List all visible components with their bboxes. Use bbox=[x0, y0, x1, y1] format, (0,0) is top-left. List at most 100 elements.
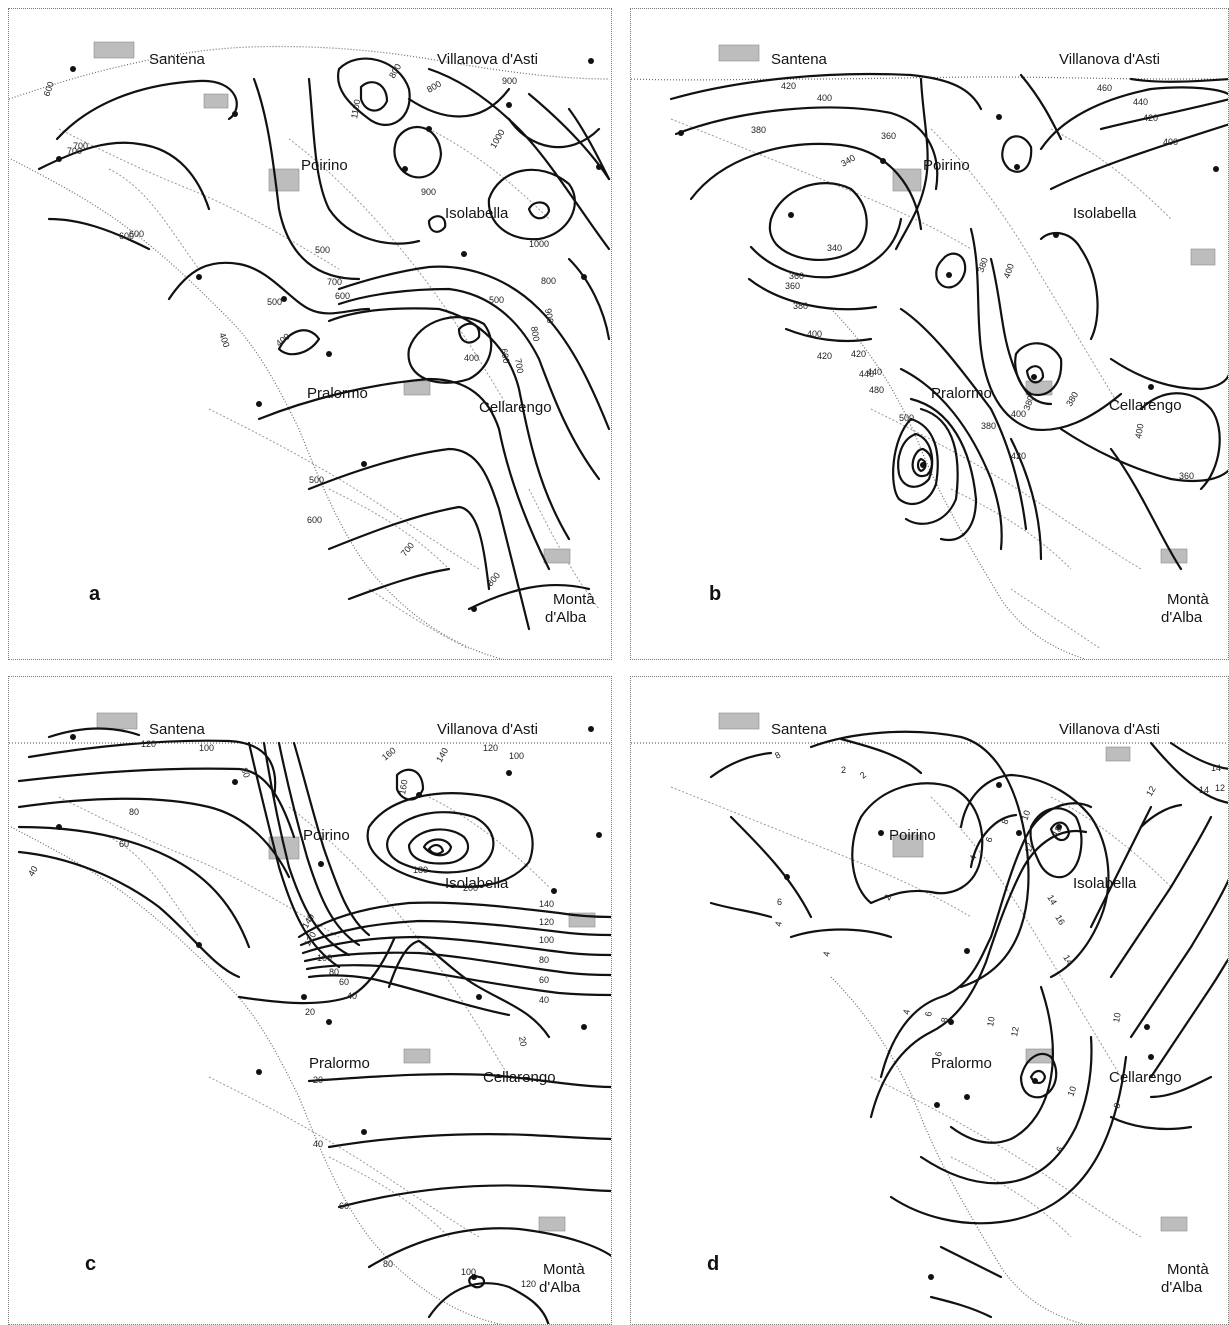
well-point bbox=[1148, 1054, 1154, 1060]
contour-label: 420 bbox=[1143, 113, 1158, 123]
contour-label: 360 bbox=[789, 271, 804, 281]
contour-line bbox=[427, 215, 447, 233]
contour-label: 900 bbox=[421, 187, 436, 197]
contour-label: 400 bbox=[1011, 409, 1026, 419]
contour-label: 10 bbox=[1019, 809, 1032, 822]
contour-label: 14 bbox=[1045, 893, 1059, 907]
contour-line bbox=[935, 252, 967, 289]
contour-label: 120 bbox=[539, 917, 554, 927]
well-point bbox=[56, 824, 62, 830]
town-area bbox=[543, 548, 571, 564]
well-point bbox=[1032, 1078, 1038, 1084]
contour-line bbox=[17, 825, 251, 949]
place-label-poirino: Poirino bbox=[301, 157, 348, 174]
well-point bbox=[1053, 232, 1059, 238]
contour-labels: 600 700 600 500 400 400 1100 800 900 100… bbox=[41, 62, 556, 588]
well-point bbox=[416, 792, 422, 798]
well-point bbox=[588, 726, 594, 732]
contour-label: 1000 bbox=[529, 239, 549, 249]
map-a-svg: 600 700 600 500 400 400 1100 800 900 100… bbox=[9, 41, 611, 659]
contour-line bbox=[366, 792, 534, 888]
contour-line bbox=[427, 844, 445, 855]
contour-line bbox=[674, 106, 939, 191]
contour-line bbox=[47, 217, 151, 251]
contour-line bbox=[1029, 807, 1083, 879]
contour-line bbox=[1014, 342, 1063, 397]
contour-label: 360 bbox=[1179, 471, 1194, 481]
contour-line bbox=[327, 505, 491, 591]
well-point bbox=[928, 1274, 934, 1280]
contour-label: 380 bbox=[1064, 390, 1080, 408]
contour-label: 12 bbox=[1215, 783, 1225, 793]
contour-line bbox=[1109, 1115, 1193, 1131]
contour-line bbox=[959, 773, 1110, 979]
well-point bbox=[948, 1019, 954, 1025]
contour-line bbox=[989, 257, 1053, 406]
town-area bbox=[1105, 746, 1131, 762]
well-point bbox=[996, 114, 1002, 120]
town-area bbox=[93, 41, 135, 59]
town-area bbox=[403, 380, 431, 396]
contour-label: 2 bbox=[882, 893, 893, 902]
contour-line bbox=[1099, 98, 1228, 131]
contour-label: 400 bbox=[217, 331, 232, 349]
contour-label: 420 bbox=[851, 349, 866, 359]
contour-line bbox=[467, 583, 591, 611]
contour-label: 440 bbox=[859, 369, 874, 379]
contour-label: 700 bbox=[513, 358, 525, 375]
contour-line bbox=[393, 125, 443, 179]
well-point bbox=[996, 782, 1002, 788]
contour-label: 18 bbox=[1050, 824, 1064, 838]
contour-line bbox=[1049, 821, 1071, 842]
contour-line bbox=[892, 417, 939, 506]
contour-label: 160 bbox=[380, 745, 398, 762]
contour-label: 100 bbox=[317, 953, 332, 963]
place-label-isolabella: Isolabella bbox=[445, 205, 509, 222]
contour-label: 60 bbox=[119, 839, 129, 849]
place-label-dalba: d'Alba bbox=[539, 1279, 581, 1296]
map-c-svg: 120 100 80 80 60 40 160 140 120 100 160 … bbox=[9, 712, 611, 1324]
contour-line bbox=[729, 815, 813, 919]
contour-label: 100 bbox=[539, 935, 554, 945]
contour-line bbox=[17, 767, 296, 839]
well-point bbox=[471, 606, 477, 612]
study-area-boundary bbox=[631, 76, 1228, 659]
well-point bbox=[880, 158, 886, 164]
well-point bbox=[326, 1019, 332, 1025]
contour-line bbox=[768, 182, 868, 262]
contour-label: 400 bbox=[274, 331, 292, 348]
contour-label: 700 bbox=[399, 540, 416, 558]
contour-label: 480 bbox=[869, 385, 884, 395]
contour-label: 420 bbox=[1011, 451, 1026, 461]
contour-line bbox=[307, 77, 421, 245]
panel-a: 600 700 600 500 400 400 1100 800 900 100… bbox=[8, 8, 612, 660]
well-point bbox=[256, 401, 262, 407]
contour-label: 400 bbox=[817, 93, 832, 103]
well-point bbox=[581, 1024, 587, 1030]
contour-line bbox=[879, 802, 1093, 1079]
place-label-santena: Santena bbox=[771, 721, 827, 738]
contour-line bbox=[897, 432, 934, 488]
contour-line bbox=[297, 901, 611, 939]
contour-line bbox=[899, 367, 1003, 551]
well-point bbox=[361, 461, 367, 467]
contour-labels: 420 400 380 360 340 360 380 400 420 440 … bbox=[751, 81, 1194, 481]
place-label-dalba: d'Alba bbox=[545, 609, 587, 626]
contour-label: 380 bbox=[975, 256, 990, 274]
contour-line bbox=[1139, 803, 1183, 829]
well-point bbox=[596, 832, 602, 838]
contour-label: 500 bbox=[309, 475, 324, 485]
well-point bbox=[256, 1069, 262, 1075]
contour-label: 4 bbox=[967, 854, 978, 862]
contour-line bbox=[167, 261, 371, 315]
contour-line bbox=[427, 67, 611, 251]
place-label-poirino: Poirino bbox=[889, 827, 936, 844]
place-label-poirino: Poirino bbox=[923, 157, 970, 174]
contour-line bbox=[327, 307, 571, 541]
place-label-dalba: d'Alba bbox=[1161, 609, 1203, 626]
contour-label: 8 bbox=[1111, 1102, 1122, 1110]
town-area bbox=[1190, 248, 1216, 266]
contour-line bbox=[336, 57, 411, 126]
contour-line bbox=[969, 813, 1018, 869]
contour-line bbox=[839, 737, 923, 775]
